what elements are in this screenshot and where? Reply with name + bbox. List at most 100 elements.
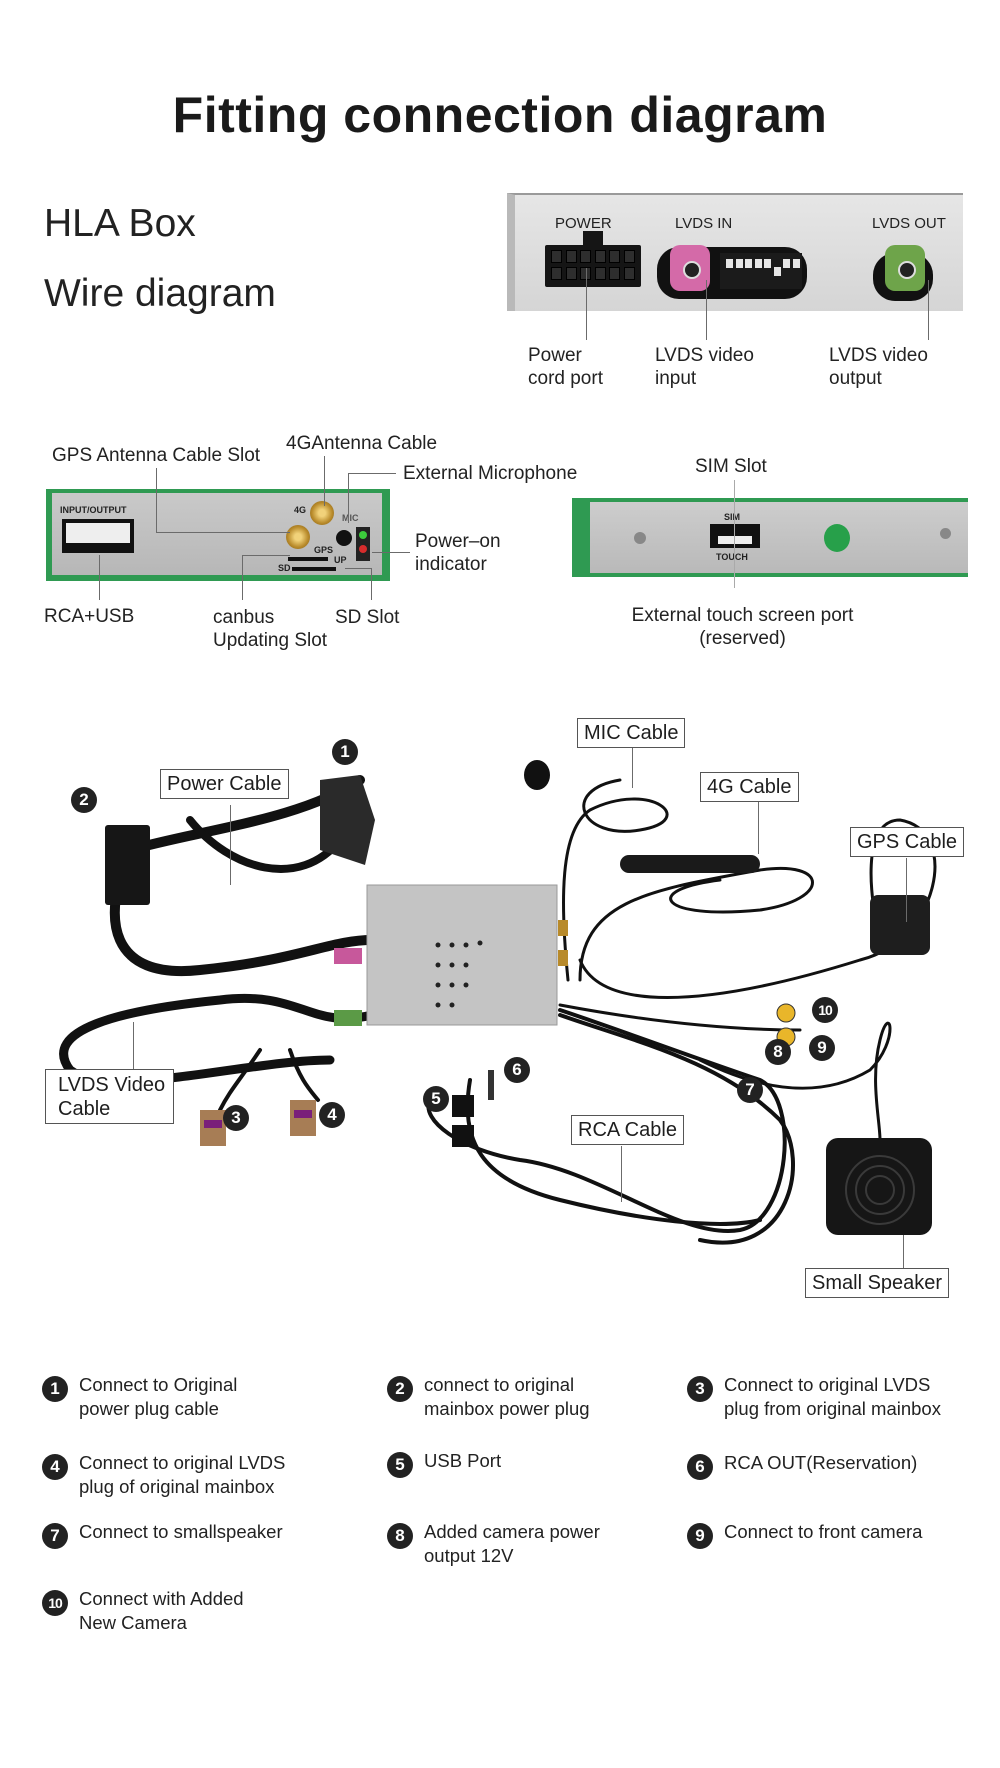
leader-lvds-out	[928, 280, 929, 340]
printed-sim-label: SIM	[724, 512, 741, 522]
label-power-cable: Power Cable	[160, 769, 289, 799]
rear-panel-photo: POWER LVDS IN LVDS OUT	[507, 193, 963, 311]
legend-marker: 8	[387, 1523, 413, 1549]
dip-toggle	[764, 259, 771, 268]
legend-marker: 5	[387, 1452, 413, 1478]
leader-rca-usb	[99, 555, 100, 600]
marker-1: 1	[332, 739, 358, 765]
marker-4: 4	[319, 1102, 345, 1128]
antenna-4g-connector	[310, 501, 334, 525]
connector-pin	[623, 250, 635, 263]
connector-pin	[594, 267, 606, 280]
legend-marker: 10	[42, 1590, 68, 1616]
gps-antenna-connector	[286, 525, 310, 549]
dip-toggle	[773, 267, 781, 276]
dip-toggle	[792, 259, 800, 268]
connector-pin	[609, 267, 620, 280]
connector-pin	[623, 267, 635, 280]
printed-touch-label: TOUCH	[716, 552, 748, 562]
mic-cable	[561, 778, 669, 982]
label-small-speaker: Small Speaker	[805, 1268, 950, 1298]
callout-lvds-output: LVDS video output	[829, 345, 928, 389]
legend-marker: 3	[687, 1376, 713, 1402]
legend-marker: 6	[687, 1454, 713, 1480]
legend-marker: 2	[387, 1376, 413, 1402]
rca-cable	[426, 1008, 787, 1233]
lvds-harness-cable	[59, 993, 377, 1086]
printed-io-label: INPUT/OUTPUT	[60, 505, 127, 515]
speaker-cable	[698, 1021, 892, 1142]
dip-toggle	[726, 259, 733, 268]
connector-pin	[551, 267, 562, 280]
antenna-4g	[620, 855, 760, 873]
front-panel-left-photo: INPUT/OUTPUT 4G MIC GPS UP SD	[46, 489, 390, 581]
callout-power-port: Power cord port	[528, 345, 603, 389]
connector-pin	[594, 250, 606, 263]
connector-pin	[551, 250, 562, 263]
dip-toggle	[783, 259, 790, 268]
label-4g-cable: 4G Cable	[700, 772, 799, 802]
marker-7: 7	[737, 1077, 763, 1103]
callout-4g-antenna: 4GAntenna Cable	[286, 433, 438, 454]
printed-gps-label: GPS	[314, 545, 334, 555]
leader-lvds-in	[706, 280, 707, 340]
warranty-sticker	[824, 524, 850, 552]
power-led	[356, 527, 370, 561]
callout-gps-antenna-slot: GPS Antenna Cable Slot	[52, 445, 261, 466]
section-subtitle: Wire diagram	[44, 272, 276, 315]
legend-marker: 7	[42, 1523, 68, 1549]
front-panel-right-photo: SIM TOUCH	[572, 498, 968, 577]
marker-8: 8	[765, 1039, 791, 1065]
connector-pin	[580, 267, 591, 280]
mic-jack	[336, 530, 352, 546]
callout-rca-usb: RCA+USB	[44, 606, 135, 627]
callout-sd-slot: SD Slot	[335, 607, 400, 628]
power-connector	[545, 231, 641, 287]
sim-touch-port	[710, 524, 760, 548]
connector-pin	[565, 250, 577, 263]
callout-canbus: canbus Updating Slot	[213, 607, 328, 651]
dip-toggle	[745, 259, 752, 268]
leader-gps	[156, 468, 157, 532]
page-title: Fitting connection diagram	[172, 87, 828, 143]
microphone	[524, 760, 550, 790]
usb-connector	[452, 1095, 474, 1117]
cable-kit-illustration	[59, 760, 937, 1245]
callout-touch-port: External touch screen port (reserved)	[631, 605, 854, 649]
hla-main-box	[366, 884, 558, 1026]
dip-toggle	[735, 259, 743, 268]
screw	[940, 528, 951, 539]
sd-slot	[292, 567, 336, 571]
box-lvds-in	[334, 948, 362, 964]
label-lvds-video-cable: LVDS Video Cable	[45, 1069, 175, 1124]
dip-switch	[720, 253, 802, 289]
connector-2	[105, 825, 150, 905]
leader-sd	[371, 568, 372, 600]
printed-lvds-out-label: LVDS OUT	[872, 215, 946, 232]
rca-out-plug	[488, 1070, 494, 1100]
marker-3: 3	[223, 1105, 249, 1131]
gps-antenna	[870, 895, 930, 955]
legend-marker: 9	[687, 1523, 713, 1549]
label-rca-cable: RCA Cable	[571, 1115, 684, 1145]
leader-power-led	[372, 552, 410, 553]
label-mic-cable: MIC Cable	[577, 718, 686, 748]
connector-pin	[580, 250, 591, 263]
camera-rca-10	[776, 1003, 796, 1023]
printed-lvds-in-label: LVDS IN	[675, 215, 733, 232]
marker-10: 10	[812, 997, 838, 1023]
marker-6: 6	[504, 1057, 530, 1083]
power-harness-cable	[109, 845, 377, 977]
callout-lvds-input: LVDS video input	[655, 345, 754, 389]
printed-mic-label: MIC	[342, 513, 359, 523]
leader-sim	[734, 480, 735, 588]
marker-2: 2	[71, 787, 97, 813]
connector-1	[320, 775, 375, 865]
printed-up-label: UP	[334, 555, 347, 565]
connector-pin	[565, 267, 577, 280]
connector-pin	[609, 250, 620, 263]
canbus-slot	[288, 557, 328, 561]
label-gps-cable: GPS Cable	[850, 827, 965, 857]
callout-external-mic: External Microphone	[403, 463, 578, 484]
printed-power-label: POWER	[555, 215, 612, 232]
